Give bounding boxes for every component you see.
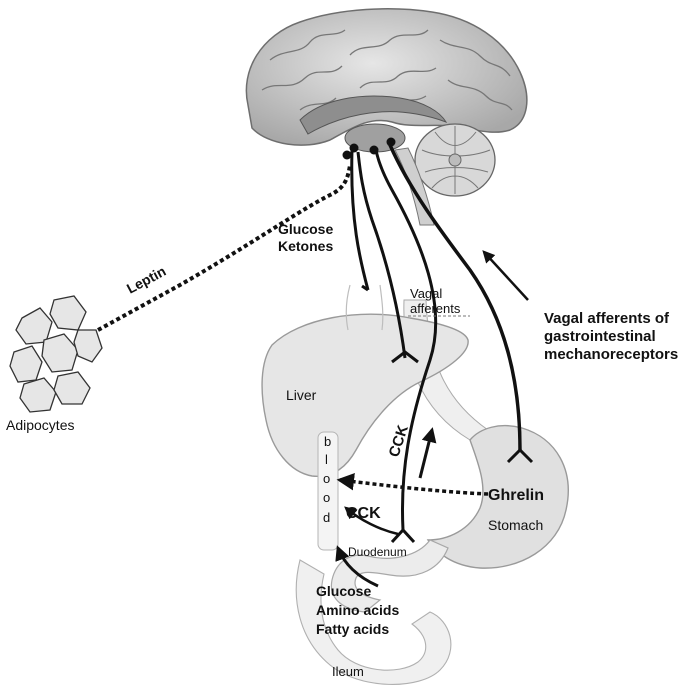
ketones-label: Ketones bbox=[278, 238, 333, 254]
cck-label: CCK bbox=[346, 505, 381, 522]
body-organs bbox=[262, 285, 568, 684]
nutrient-amino-acids-label: Amino acids bbox=[316, 602, 399, 618]
vagal-label-line2: afferents bbox=[410, 301, 461, 316]
blood-letter-b: b bbox=[324, 434, 331, 449]
duodenum-nerve-ending bbox=[392, 530, 414, 542]
mechanoreceptor-arrow bbox=[484, 252, 528, 300]
glucose-label: Glucose bbox=[278, 221, 333, 237]
cerebellum bbox=[415, 124, 495, 196]
mechano-label-line2: gastrointestinal bbox=[544, 328, 656, 345]
ileum-label: Ileum bbox=[332, 664, 364, 679]
blood-label: b l o o d bbox=[323, 434, 331, 525]
brain-illustration bbox=[246, 9, 526, 225]
leptin-label: Leptin bbox=[124, 263, 169, 297]
mechano-label-line1: Vagal afferents of bbox=[544, 310, 670, 327]
mechano-label-line3: mechanoreceptors bbox=[544, 346, 678, 363]
blood-letter-o1: o bbox=[323, 471, 330, 486]
ghrelin-label: Ghrelin bbox=[488, 487, 544, 504]
liver-label: Liver bbox=[286, 387, 317, 403]
duodenum-label: Duodenum bbox=[348, 545, 407, 559]
blood-letter-l: l bbox=[325, 452, 328, 467]
vagal-label-line1: Vagal bbox=[410, 286, 442, 301]
blood-letter-o2: o bbox=[323, 490, 330, 505]
stomach-label: Stomach bbox=[488, 517, 543, 533]
cck-vagal-arrow bbox=[420, 430, 432, 478]
blood-letter-d: d bbox=[323, 510, 330, 525]
adipocytes-cluster bbox=[10, 296, 102, 412]
adipocytes-label: Adipocytes bbox=[6, 417, 74, 433]
nutrient-glucose-label: Glucose bbox=[316, 583, 371, 599]
ghrelin-signal-arrow bbox=[340, 480, 488, 494]
nutrient-fatty-acids-label: Fatty acids bbox=[316, 621, 389, 637]
